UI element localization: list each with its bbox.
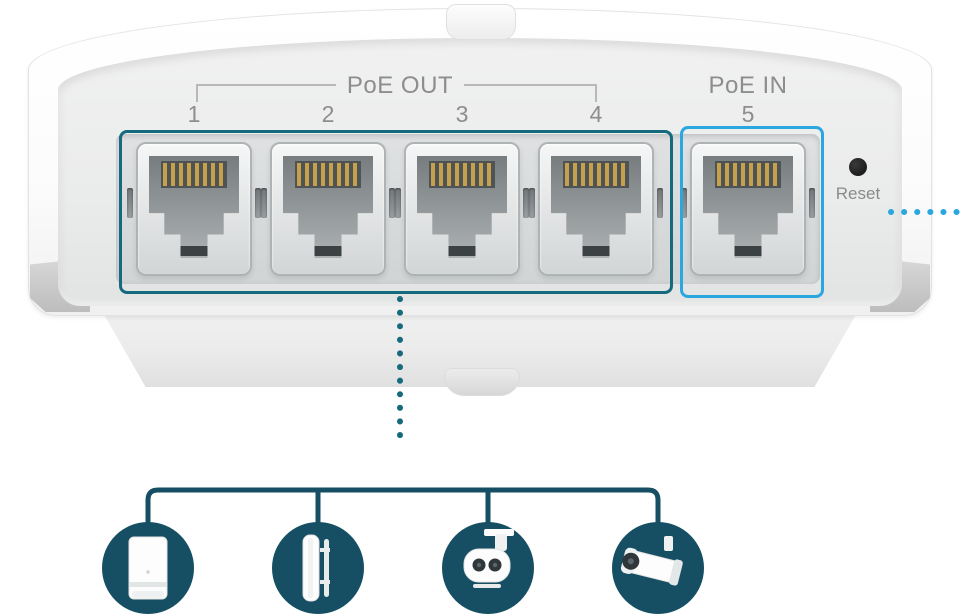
pin-recess bbox=[295, 161, 361, 188]
pin-recess bbox=[715, 161, 781, 188]
outdoor-access-point-icon bbox=[302, 534, 330, 602]
ptz-camera-icon bbox=[463, 529, 514, 588]
side-slot bbox=[523, 188, 529, 218]
rj45-port-1 bbox=[127, 142, 261, 276]
device-tree-bracket bbox=[145, 487, 661, 527]
device-bottom-notch bbox=[444, 368, 520, 396]
side-slot bbox=[809, 188, 815, 218]
side-slot bbox=[657, 188, 663, 218]
pin-recess bbox=[161, 161, 227, 188]
latch-slot bbox=[734, 246, 762, 256]
device-circle-1 bbox=[102, 522, 194, 614]
rj45-port-5 bbox=[681, 142, 815, 276]
poe-out-label: PoE OUT bbox=[346, 72, 454, 99]
reset-label: Reset bbox=[835, 184, 881, 203]
poe-in-highlight-box bbox=[680, 126, 824, 298]
device-circle-4 bbox=[612, 522, 704, 614]
device-circle-2 bbox=[272, 522, 364, 614]
gold-pins bbox=[431, 163, 493, 186]
latch-slot bbox=[448, 246, 476, 256]
gold-pins bbox=[717, 163, 779, 186]
poe-in-label: PoE IN bbox=[708, 72, 788, 99]
side-slot bbox=[261, 188, 267, 218]
rj45-port-4 bbox=[529, 142, 663, 276]
port-number-4: 4 bbox=[589, 101, 603, 127]
pin-recess bbox=[429, 161, 495, 188]
side-slot bbox=[127, 188, 133, 218]
port-number-3: 3 bbox=[455, 101, 469, 127]
rj45-port-2 bbox=[261, 142, 395, 276]
device-circle-3 bbox=[442, 522, 534, 614]
port-number-5: 5 bbox=[741, 101, 755, 127]
wall-plate-access-point-icon bbox=[128, 536, 168, 600]
poe-out-highlight-box bbox=[119, 130, 673, 294]
gold-pins bbox=[297, 163, 359, 186]
reset-button bbox=[849, 158, 867, 176]
latch-slot bbox=[314, 246, 342, 256]
side-slot bbox=[255, 188, 261, 218]
gold-pins bbox=[565, 163, 627, 186]
side-slot bbox=[681, 188, 687, 218]
port-number-1: 1 bbox=[187, 101, 201, 127]
rj45-port-3 bbox=[395, 142, 529, 276]
side-slot bbox=[389, 188, 395, 218]
latch-slot bbox=[180, 246, 208, 256]
bullet-camera-icon bbox=[620, 536, 683, 586]
gold-pins bbox=[163, 163, 225, 186]
side-slot bbox=[529, 188, 535, 218]
side-slot bbox=[395, 188, 401, 218]
port-number-2: 2 bbox=[321, 101, 335, 127]
pin-recess bbox=[563, 161, 629, 188]
latch-slot bbox=[582, 246, 610, 256]
device-top-notch bbox=[446, 4, 516, 40]
